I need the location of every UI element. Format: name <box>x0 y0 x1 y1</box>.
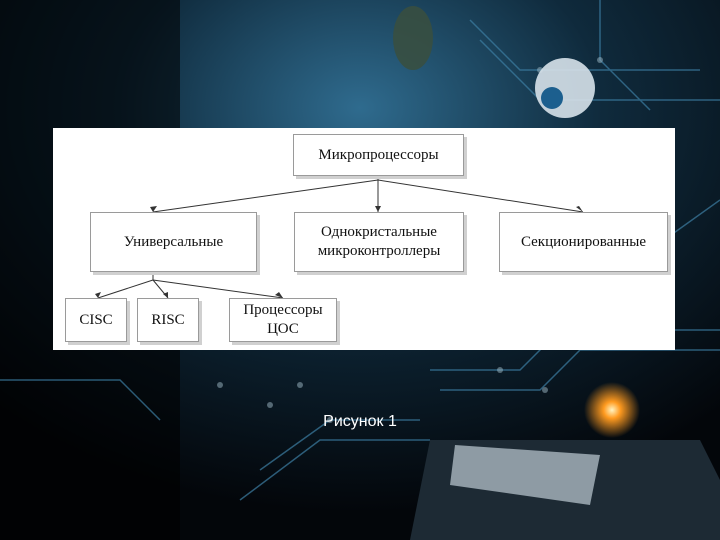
figure-caption: Рисунок 1 <box>323 413 397 430</box>
node-microprocessors: Микропроцессоры <box>293 134 464 176</box>
node-single-chip-microcontrollers: Однокристальные микроконтроллеры <box>294 212 464 272</box>
hierarchy-diagram: Микропроцессоры Универсальные Однокриста… <box>53 128 675 350</box>
node-universal: Универсальные <box>90 212 257 272</box>
node-dsp-processors: Процессоры ЦОС <box>229 298 337 342</box>
node-cisc: CISC <box>65 298 127 342</box>
diagram-connectors <box>95 176 584 299</box>
node-risc: RISC <box>137 298 199 342</box>
node-sectioned: Секционированные <box>499 212 668 272</box>
